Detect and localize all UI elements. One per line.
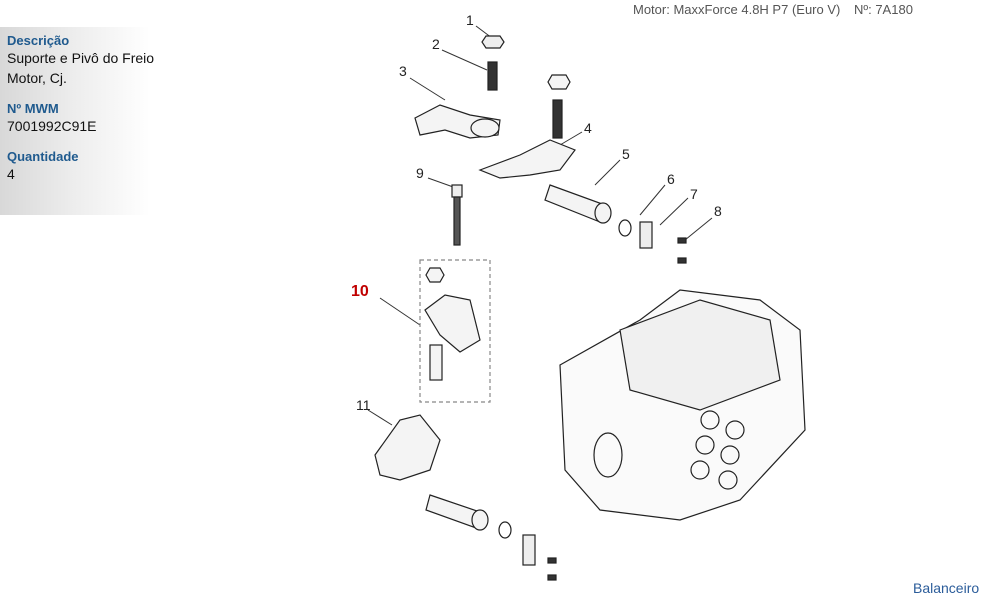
description-value: Suporte e Pivô do Freio Motor, Cj. [7,50,155,86]
mwm-value: 7001992C91E [7,118,97,134]
callout-10-selected[interactable]: 10 [351,283,369,300]
part-plate [639,221,653,249]
callout-5[interactable]: 5 [622,146,630,162]
part-brake-assembly [419,259,491,403]
part-cylinder-head [559,289,806,521]
callout-6[interactable]: 6 [667,171,675,187]
part-screws [677,237,687,264]
part-rocker-arm [414,104,501,139]
part-details-panel: Descrição Suporte e Pivô do Freio Motor,… [0,27,200,215]
part-bolt [451,184,463,246]
callout-4[interactable]: 4 [584,120,592,136]
description-label: Descrição [7,33,70,48]
part-shaft [544,184,612,224]
callout-1[interactable]: 1 [466,12,474,28]
part-rocker-arm-11 [374,414,557,581]
callout-2[interactable]: 2 [432,36,440,52]
callout-7[interactable]: 7 [690,186,698,202]
quantity-value: 4 [7,166,15,182]
callout-9[interactable]: 9 [416,165,424,181]
callout-11[interactable]: 11 [356,397,371,413]
callout-3[interactable]: 3 [399,63,407,79]
callout-8[interactable]: 8 [714,203,722,219]
part-rocker-arm-2 [478,74,576,179]
part-number: Nº: 7A180 [853,2,913,17]
engine-header: Motor: MaxxForce 4.8H P7 (Euro V) Nº: 7A… [633,2,923,17]
part-nut [481,35,505,49]
part-o-ring [618,219,632,237]
part-stud [487,61,498,91]
quantity-label: Quantidade [7,149,79,164]
motor-label: Motor: MaxxForce 4.8H P7 (Euro V) [633,2,841,17]
section-link[interactable]: Balanceiro [913,580,980,596]
mwm-label: Nº MWM [7,101,59,116]
